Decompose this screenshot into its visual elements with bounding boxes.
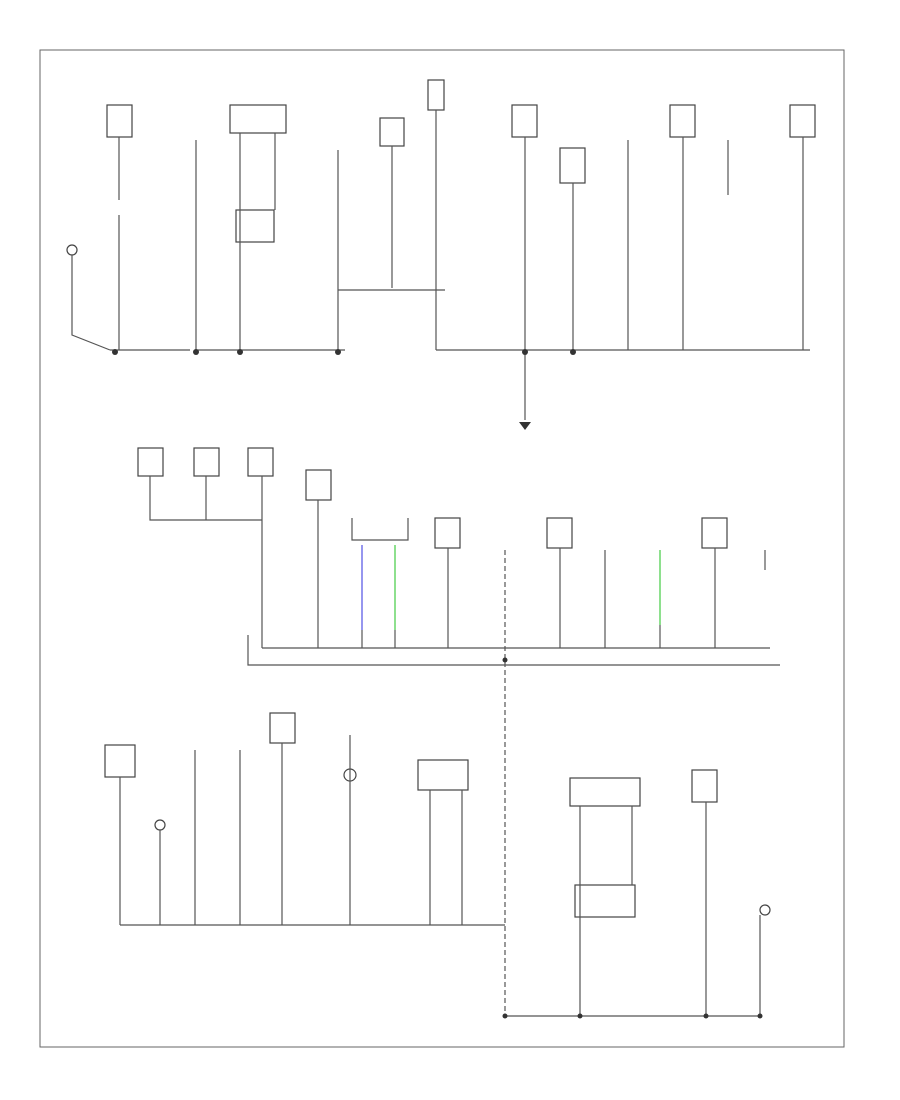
- splice-top-1: [112, 349, 118, 355]
- component-bot-7: [569, 777, 641, 807]
- component-bot-8: [691, 769, 718, 803]
- component-mid-3: [247, 447, 274, 477]
- splice-bot-1: [502, 1013, 508, 1019]
- lamp-bot-1: [154, 819, 166, 831]
- component-top-10: [669, 104, 696, 138]
- splice-bot-2: [577, 1013, 583, 1019]
- component-mid-7: [701, 517, 728, 549]
- component-top-3: [229, 104, 287, 134]
- component-top-1: [106, 104, 133, 138]
- component-mid-4: [305, 469, 332, 501]
- splice-top-3: [237, 349, 243, 355]
- component-top-7: [511, 104, 538, 138]
- lamp-bot-3: [759, 904, 771, 916]
- component-mid-1: [137, 447, 164, 477]
- wire-top-c: [239, 133, 276, 350]
- component-mid-5: [434, 517, 461, 549]
- middle-section: [137, 447, 780, 1016]
- splice-top-6: [570, 349, 576, 355]
- splice-top-4: [335, 349, 341, 355]
- splice-bot-3: [703, 1013, 709, 1019]
- diagram-border: [39, 49, 845, 1048]
- component-mid-6: [546, 517, 573, 549]
- component-bot-relay: [574, 884, 636, 918]
- splice-top-2: [193, 349, 199, 355]
- splice-top-5: [522, 349, 528, 355]
- bottom-section: [104, 712, 771, 1019]
- component-top-8: [559, 147, 586, 184]
- component-mid-bracket: [351, 518, 409, 541]
- component-bot-1: [104, 744, 136, 778]
- component-top-6: [427, 79, 445, 111]
- component-top-12: [789, 104, 816, 138]
- component-mid-2: [193, 447, 220, 477]
- ground-top: [519, 422, 531, 430]
- lamp-top-left: [66, 244, 78, 256]
- splice-bot-4: [757, 1013, 763, 1019]
- splice-mid: [502, 657, 508, 663]
- bus-mid-outer: [247, 635, 780, 666]
- top-section: [66, 79, 816, 430]
- component-bot-4: [269, 712, 296, 744]
- component-top-5: [379, 117, 405, 147]
- wire-top-a: [71, 137, 120, 351]
- component-top-relay: [235, 209, 275, 243]
- component-bot-6: [417, 759, 469, 791]
- wire-mid-a: [149, 476, 262, 521]
